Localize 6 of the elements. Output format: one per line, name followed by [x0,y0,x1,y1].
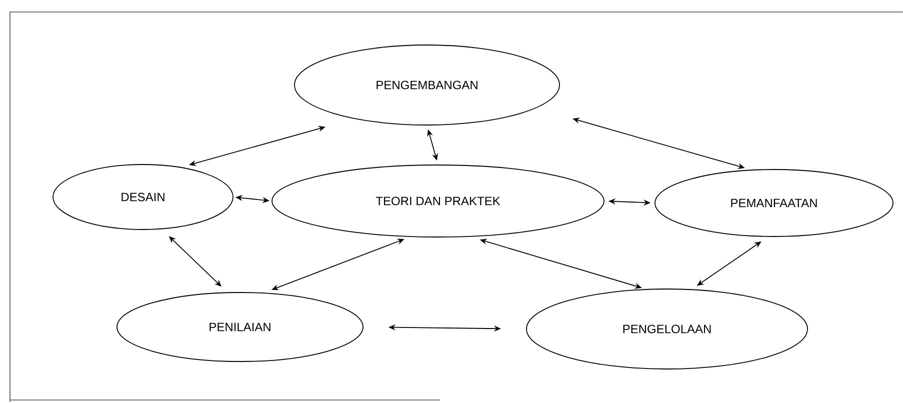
ellipse-node: PENILAIAN [116,292,364,362]
ellipse-node: TEORI DAN PRAKTEK [272,164,604,238]
ellipse-node: PEMANFAATAN [654,169,894,237]
ellipse-node: DESAIN [52,164,234,230]
ellipse-node: PENGELOLAAN [526,288,808,370]
ellipse-node: PENGEMBANGAN [294,44,560,126]
